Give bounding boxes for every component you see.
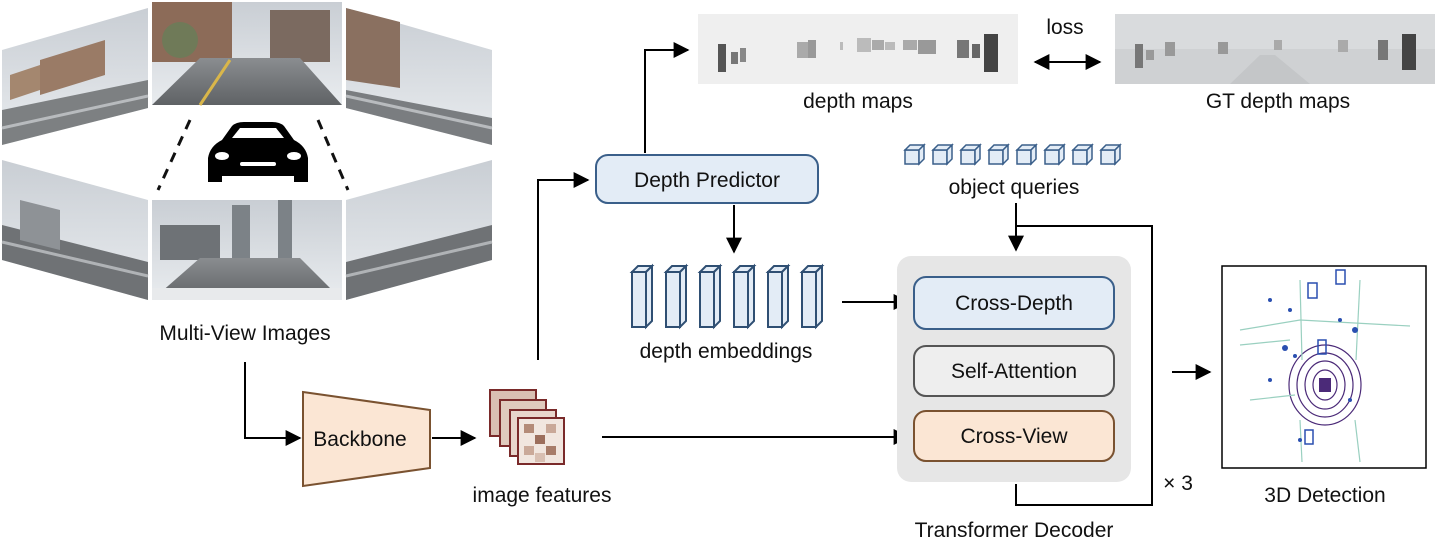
self-attention-label: Self-Attention — [951, 360, 1077, 383]
detection-bev-image — [1221, 265, 1427, 469]
camera-image-front-left — [1, 8, 149, 145]
image-features-label: image features — [473, 484, 612, 507]
backbone-block — [302, 390, 431, 488]
loss-label: loss — [1046, 16, 1083, 39]
arrow-features-to-depth-predictor — [537, 172, 590, 360]
cross-view-label: Cross-View — [961, 425, 1069, 448]
repeat-count-label: × 3 — [1163, 472, 1193, 495]
transformer-decoder-label: Transformer Decoder — [915, 519, 1114, 542]
cross-view-block — [913, 410, 1115, 462]
depth-predictor-label: Depth Predictor — [634, 169, 780, 192]
3d-detection-label: 3D Detection — [1264, 484, 1385, 507]
dashed-line-right — [316, 119, 350, 191]
camera-image-front-right — [345, 8, 493, 145]
camera-image-back-right — [345, 160, 493, 300]
depth-predictor-block — [595, 154, 819, 204]
cross-depth-label: Cross-Depth — [955, 292, 1073, 315]
depth-maps-label: depth maps — [803, 90, 913, 113]
backbone-label: Backbone — [313, 428, 406, 451]
camera-image-back-left — [1, 160, 149, 300]
repeat-loop-arrow — [1015, 225, 1153, 506]
depth-embeddings-icon — [629, 263, 825, 330]
multi-view-images-label: Multi-View Images — [159, 322, 330, 345]
object-queries-icon — [903, 143, 1122, 166]
car-icon — [208, 122, 308, 182]
arrow-depth-predictor-to-depth-maps — [644, 42, 690, 153]
depth-maps-image — [698, 14, 1018, 84]
camera-image-front — [152, 2, 342, 106]
object-queries-label: object queries — [949, 176, 1080, 199]
arrow-images-to-backbone — [244, 362, 302, 446]
cross-depth-block — [913, 276, 1115, 330]
camera-image-back — [152, 200, 342, 300]
dashed-line-left — [156, 119, 192, 191]
depth-embeddings-label: depth embeddings — [640, 340, 813, 363]
gt-depth-maps-label: GT depth maps — [1206, 90, 1350, 113]
self-attention-block — [913, 345, 1115, 397]
image-features-icon — [489, 389, 565, 465]
gt-depth-maps-image — [1115, 14, 1435, 84]
